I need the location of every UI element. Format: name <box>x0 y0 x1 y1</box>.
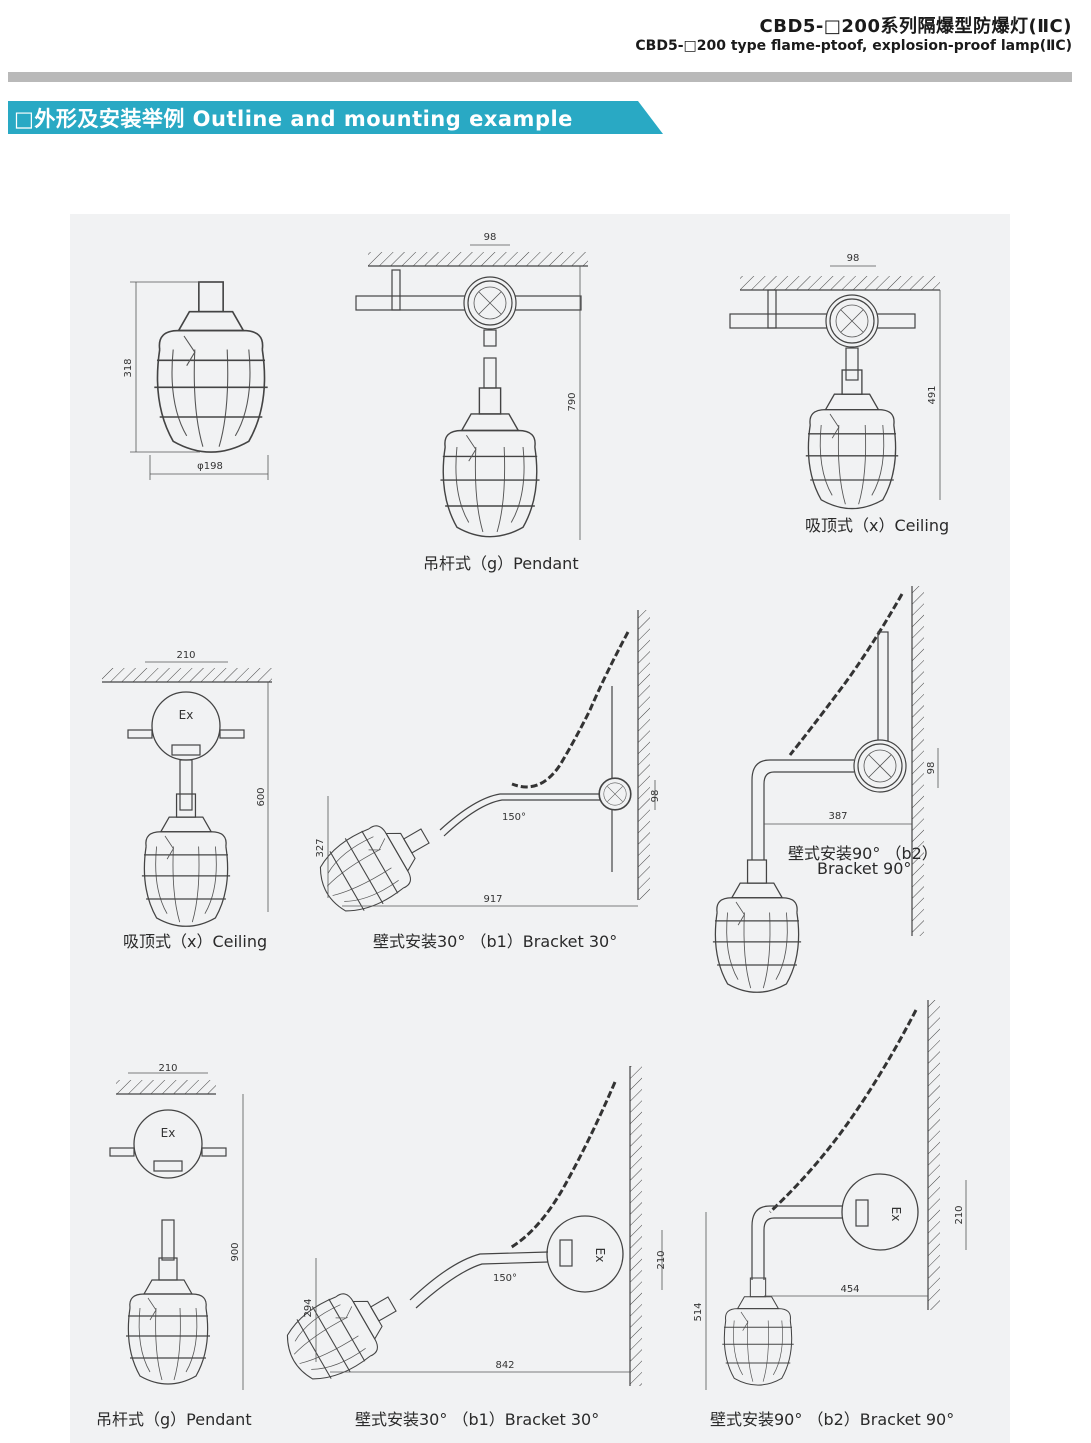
caption-f5: 壁式安装30° （b1）Bracket 30° <box>373 932 618 951</box>
caption-f2: 吊杆式（g）Pendant <box>423 554 579 573</box>
f5-dim-angle: 150° <box>502 812 526 823</box>
f8-dim-box: 210 <box>656 1250 667 1269</box>
caption-f8: 壁式安装30° （b1）Bracket 30° <box>355 1410 600 1429</box>
f6-dim-width: 387 <box>828 811 847 822</box>
f7-dim-height: 900 <box>230 1242 241 1261</box>
f8-ex-label: Ex <box>593 1248 607 1263</box>
f1-dim-diameter: φ198 <box>197 461 223 472</box>
section-tag-shape <box>8 101 663 134</box>
header-divider-bar <box>8 72 1072 82</box>
figure-4-ceiling-ex: Ex 210 600 <box>102 650 272 927</box>
figure-9-bracket-90-ex: Ex 454 514 210 <box>693 1000 967 1390</box>
header-title-cn: CBD5-□200系列隔爆型防爆灯(ⅡC) <box>759 16 1072 37</box>
f9-dim-width: 454 <box>840 1284 859 1295</box>
section-title: □外形及安装举例 Outline and mounting example <box>14 107 573 131</box>
f7-ex-label: Ex <box>161 1126 176 1140</box>
f4-dim-height: 600 <box>256 787 267 806</box>
figure-1-lamp-outline: 318 φ198 <box>123 281 269 480</box>
f1-dim-height: 318 <box>123 358 134 377</box>
caption-f6-line2: Bracket 90° <box>817 859 912 878</box>
f3-dim-height: 491 <box>927 385 938 404</box>
figure-7-pendant-ex: Ex 210 900 <box>109 1063 244 1390</box>
f6-dim-box: 98 <box>926 762 937 775</box>
f8-dim-angle: 150° <box>493 1273 517 1284</box>
f4-dim-width: 210 <box>176 650 195 661</box>
caption-f7: 吊杆式（g）Pendant <box>96 1410 252 1429</box>
f9-dim-box: 210 <box>954 1205 965 1224</box>
f9-dim-height: 514 <box>693 1302 704 1321</box>
figure-8-bracket-30-ex: Ex 294 842 210 150° <box>274 1066 667 1394</box>
f3-dim-width: 98 <box>847 253 860 264</box>
f8-dim-height: 294 <box>303 1298 314 1317</box>
f5-dim-length: 917 <box>483 894 502 905</box>
f5-dim-box: 98 <box>650 790 661 803</box>
caption-f6-line1: 壁式安装90° （b2） <box>788 844 938 863</box>
f8-dim-length: 842 <box>495 1360 514 1371</box>
f5-dim-height: 327 <box>315 838 326 857</box>
caption-f3: 吸顶式（x）Ceiling <box>805 516 950 535</box>
f4-ex-label: Ex <box>179 708 194 722</box>
figure-3-ceiling: 98 491 <box>729 253 941 510</box>
header-title-en: CBD5-□200 type flame-ptoof, explosion-pr… <box>635 38 1072 54</box>
f2-dim-height: 790 <box>567 392 578 411</box>
f9-ex-label: Ex <box>889 1207 903 1222</box>
f7-dim-width: 210 <box>158 1063 177 1074</box>
caption-f9: 壁式安装90° （b2）Bracket 90° <box>710 1410 955 1429</box>
figure-6-bracket-90: 387 98 <box>712 586 939 993</box>
figure-2-pendant: 98 790 <box>355 232 588 540</box>
section-title-tag: □外形及安装举例 Outline and mounting example <box>8 101 663 134</box>
f2-dim-width: 98 <box>484 232 497 243</box>
figure-5-bracket-30: 327 917 98 150° <box>307 610 661 926</box>
caption-f4: 吸顶式（x）Ceiling <box>123 932 268 951</box>
